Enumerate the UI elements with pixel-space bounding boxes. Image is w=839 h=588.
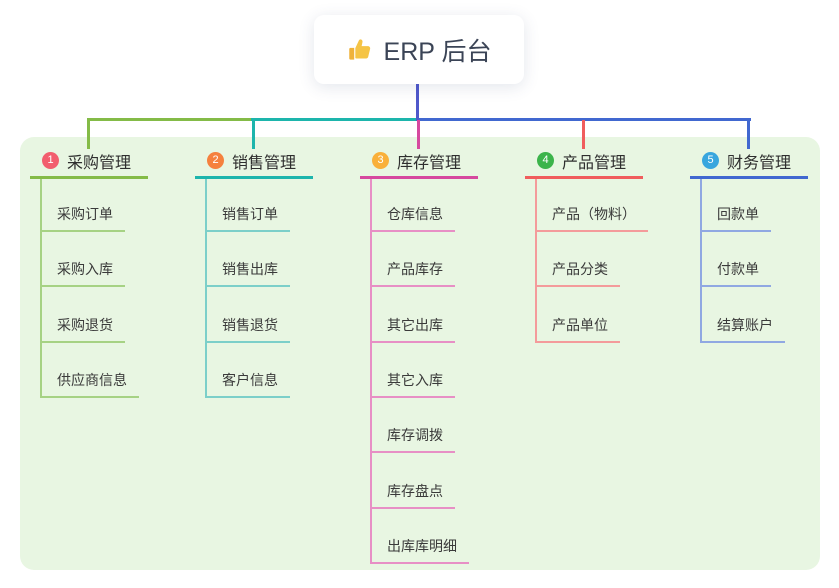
branch-spine bbox=[370, 179, 372, 564]
child-node[interactable]: 销售订单 bbox=[222, 206, 278, 222]
child-node[interactable]: 产品库存 bbox=[387, 261, 443, 277]
connector-bus-segment-2 bbox=[251, 118, 419, 121]
branch-spine bbox=[535, 179, 537, 343]
child-underline bbox=[700, 285, 771, 287]
child-node[interactable]: 出库库明细 bbox=[387, 538, 457, 554]
child-node[interactable]: 销售退货 bbox=[222, 317, 278, 333]
branch-number-badge: 3 bbox=[372, 152, 389, 169]
branch-label: 销售管理 bbox=[232, 154, 297, 172]
child-underline bbox=[700, 341, 785, 343]
child-underline bbox=[205, 396, 290, 398]
child-node[interactable]: 库存调拨 bbox=[387, 427, 443, 443]
branch-number-badge: 4 bbox=[537, 152, 554, 169]
child-node[interactable]: 客户信息 bbox=[222, 372, 278, 388]
child-underline bbox=[535, 341, 620, 343]
child-underline bbox=[205, 341, 290, 343]
child-underline bbox=[535, 285, 620, 287]
child-node[interactable]: 库存盘点 bbox=[387, 483, 443, 499]
connector-root-vertical bbox=[416, 84, 419, 121]
branch-spine bbox=[40, 179, 42, 398]
branch-label: 库存管理 bbox=[397, 154, 462, 172]
child-node[interactable]: 结算账户 bbox=[717, 317, 773, 333]
child-node[interactable]: 产品分类 bbox=[552, 261, 608, 277]
child-underline bbox=[370, 507, 455, 509]
branch-spine bbox=[700, 179, 702, 343]
branch-underline bbox=[525, 176, 643, 179]
child-underline bbox=[40, 230, 125, 232]
child-underline bbox=[370, 451, 455, 453]
branch-underline bbox=[690, 176, 808, 179]
branch-underline bbox=[30, 176, 148, 179]
connector-branch-drop bbox=[252, 120, 255, 149]
branch-label: 采购管理 bbox=[67, 154, 132, 172]
root-node[interactable]: ERP 后台 bbox=[314, 15, 524, 84]
connector-branch-drop bbox=[417, 120, 420, 149]
child-underline bbox=[370, 341, 455, 343]
child-underline bbox=[40, 396, 139, 398]
child-underline bbox=[370, 285, 455, 287]
child-underline bbox=[205, 285, 290, 287]
connector-branch-drop bbox=[747, 120, 750, 149]
branch-label: 财务管理 bbox=[727, 154, 792, 172]
connector-bus-segment-1 bbox=[87, 118, 254, 121]
branch-node-1[interactable]: 1 采购管理 bbox=[42, 151, 132, 172]
child-node[interactable]: 销售出库 bbox=[222, 261, 278, 277]
child-underline bbox=[535, 230, 648, 232]
connector-branch-drop bbox=[582, 120, 585, 149]
child-node[interactable]: 供应商信息 bbox=[57, 372, 127, 388]
child-underline bbox=[40, 341, 125, 343]
branch-underline bbox=[195, 176, 313, 179]
child-underline bbox=[40, 285, 125, 287]
connector-bus-segment-3 bbox=[416, 118, 751, 121]
child-node[interactable]: 回款单 bbox=[717, 206, 759, 222]
branches-panel bbox=[20, 137, 820, 570]
child-node[interactable]: 其它入库 bbox=[387, 372, 443, 388]
child-underline bbox=[700, 230, 771, 232]
child-underline bbox=[370, 562, 469, 564]
child-node[interactable]: 产品单位 bbox=[552, 317, 608, 333]
child-underline bbox=[205, 230, 290, 232]
branch-number-badge: 2 bbox=[207, 152, 224, 169]
child-node[interactable]: 采购入库 bbox=[57, 261, 113, 277]
child-node[interactable]: 采购订单 bbox=[57, 206, 113, 222]
branch-node-5[interactable]: 5 财务管理 bbox=[702, 151, 792, 172]
thumbs-up-icon bbox=[347, 36, 374, 63]
connector-branch-drop bbox=[87, 120, 90, 149]
branch-node-2[interactable]: 2 销售管理 bbox=[207, 151, 297, 172]
branch-number-badge: 5 bbox=[702, 152, 719, 169]
child-node[interactable]: 采购退货 bbox=[57, 317, 113, 333]
child-underline bbox=[370, 396, 455, 398]
root-label: ERP 后台 bbox=[383, 37, 492, 66]
branch-node-3[interactable]: 3 库存管理 bbox=[372, 151, 462, 172]
child-node[interactable]: 仓库信息 bbox=[387, 206, 443, 222]
branch-number-badge: 1 bbox=[42, 152, 59, 169]
child-node[interactable]: 产品（物料） bbox=[552, 206, 636, 222]
branch-underline bbox=[360, 176, 478, 179]
branch-label: 产品管理 bbox=[562, 154, 627, 172]
branch-spine bbox=[205, 179, 207, 398]
child-node[interactable]: 付款单 bbox=[717, 261, 759, 277]
child-node[interactable]: 其它出库 bbox=[387, 317, 443, 333]
child-underline bbox=[370, 230, 455, 232]
branch-node-4[interactable]: 4 产品管理 bbox=[537, 151, 627, 172]
